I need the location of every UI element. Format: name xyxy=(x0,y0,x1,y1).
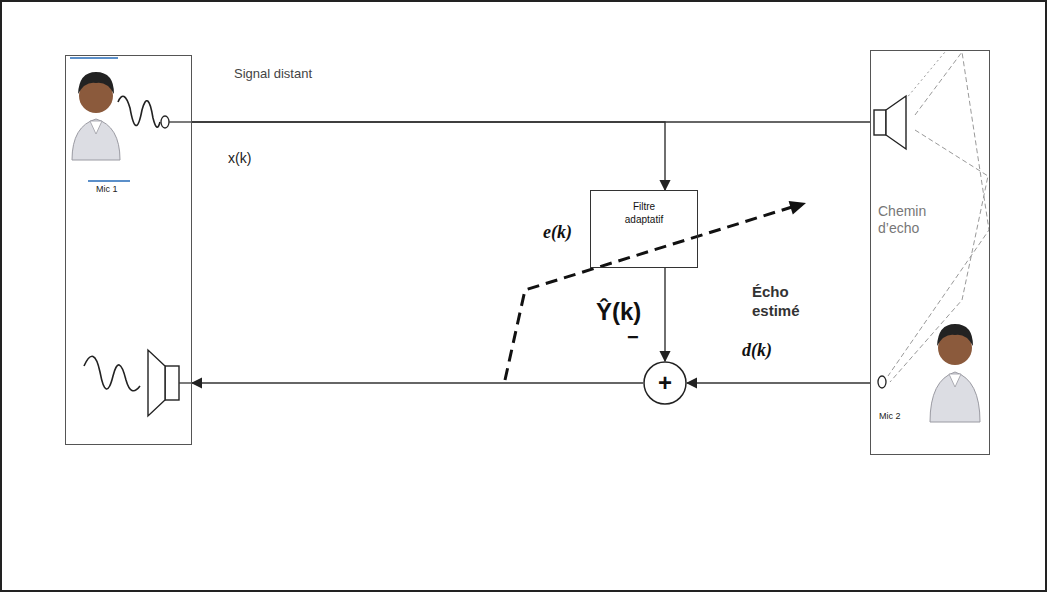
signal-name: x(k) xyxy=(228,150,251,166)
signal-label: Signal distant xyxy=(234,66,312,81)
person-collar xyxy=(949,374,961,387)
speaker-cone xyxy=(148,350,165,416)
person-icon xyxy=(72,72,120,160)
person-hair xyxy=(78,72,114,94)
room-box: Chemin d’echoMic 2 xyxy=(870,50,990,455)
speaker-wire xyxy=(179,382,192,383)
signal-line xyxy=(687,382,870,383)
person-body xyxy=(72,119,120,160)
adaptation-arrow xyxy=(505,207,792,380)
filter-box: Filtre adaptatif xyxy=(590,190,698,268)
mic-wire xyxy=(169,121,192,122)
echo-path xyxy=(905,52,945,100)
voice-wave xyxy=(118,96,160,127)
sum-sign: + xyxy=(658,371,672,395)
signal-line xyxy=(664,268,665,361)
annotation: Écho estimé xyxy=(752,282,836,320)
speaker-magnet xyxy=(165,366,179,400)
loudspeaker-symbol xyxy=(148,350,179,416)
loudspeaker-symbol xyxy=(874,96,906,149)
signal-line xyxy=(192,382,643,383)
mic-label: Mic 1 xyxy=(96,184,118,194)
person-icon xyxy=(930,324,980,422)
blue-mark xyxy=(88,180,130,182)
speaker-magnet xyxy=(874,110,886,135)
echo-path xyxy=(890,130,988,382)
echo-path-label: Chemin d’echo xyxy=(878,203,948,237)
circle-outline xyxy=(644,362,686,404)
person-hair xyxy=(937,324,973,346)
microphone-symbol xyxy=(161,116,169,128)
signal-name: d(k) xyxy=(742,340,772,361)
sound-wave xyxy=(84,356,140,390)
microphone-symbol xyxy=(878,376,886,388)
filter-label: Filtre adaptatif xyxy=(613,200,675,226)
signal-name: Ŷ(k) xyxy=(596,298,641,326)
person-collar xyxy=(90,121,102,134)
person-body xyxy=(930,372,980,422)
signal-name: e(k) xyxy=(543,222,572,243)
sign-label: − xyxy=(627,326,639,349)
mic-label: Mic 2 xyxy=(879,411,901,421)
speaker-cone xyxy=(886,96,906,149)
signal-line xyxy=(192,122,665,190)
arrow-head xyxy=(789,201,806,214)
room-box: Mic 1 xyxy=(65,55,192,445)
blue-mark xyxy=(70,57,118,59)
sum-circle: + xyxy=(643,361,687,405)
